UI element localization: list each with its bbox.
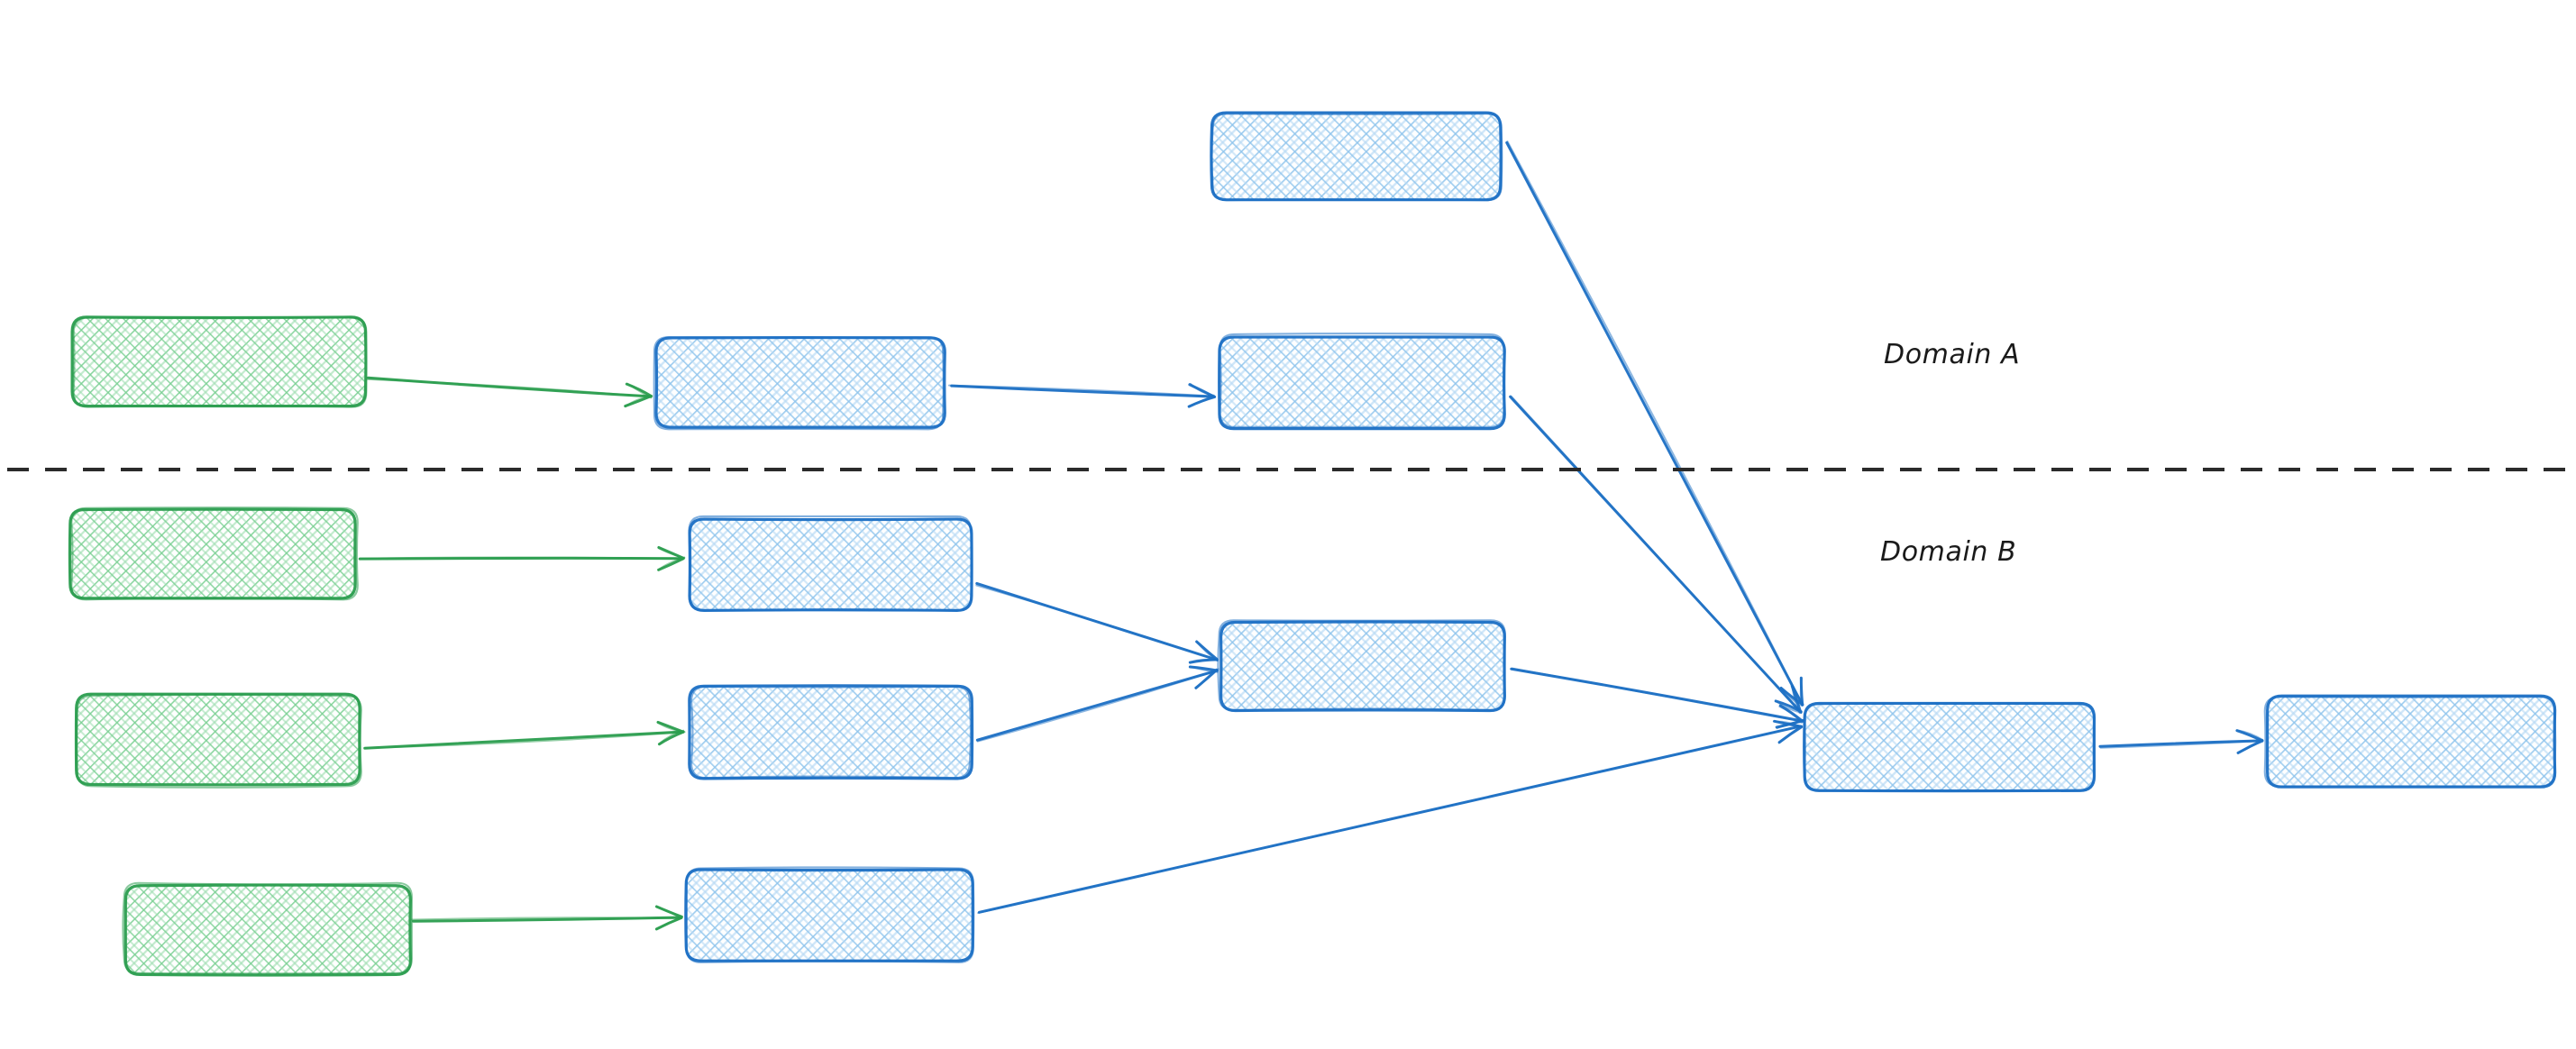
node-fill (690, 687, 972, 779)
edge-line (364, 731, 684, 749)
arrowhead-barb (654, 917, 682, 931)
node-fill (77, 694, 361, 784)
node-fill (70, 509, 356, 599)
node-fill (656, 338, 945, 428)
node-a-src-1[interactable] (70, 315, 368, 408)
node-b-src-1[interactable] (68, 506, 359, 601)
node-fill (126, 885, 410, 975)
node-outline (1803, 702, 2096, 792)
edge-line (975, 584, 1219, 661)
arrowhead-barb (1196, 641, 1219, 662)
node-a-proc-2[interactable] (1218, 333, 1506, 431)
node-b-out[interactable] (2263, 694, 2557, 789)
edge-e4 (1509, 395, 1803, 715)
node-a-proc-0[interactable] (1210, 111, 1503, 202)
node-fill (72, 317, 365, 406)
node-a-proc-1[interactable] (653, 335, 946, 431)
edge-e5 (358, 545, 686, 571)
arrowhead-barb (1778, 706, 1803, 724)
arrowhead-barb (1799, 677, 1803, 706)
edge-line (2099, 740, 2264, 749)
edge-line (1510, 395, 1802, 713)
node-outline (688, 515, 973, 612)
arrowhead-barb (657, 721, 686, 734)
node-outline (68, 507, 357, 600)
edge-line (1511, 667, 1804, 723)
edge-layer (358, 140, 2264, 931)
arrowhead-barb (1777, 726, 1801, 744)
arrowhead-barb (655, 906, 681, 918)
node-outline (70, 506, 359, 601)
node-b-src-3[interactable] (122, 881, 413, 977)
arrowhead-barb (1780, 687, 1803, 707)
node-b-src-2[interactable] (74, 692, 362, 789)
arrowhead-barb (1188, 395, 1215, 408)
node-fill (1219, 336, 1505, 428)
node-outline (72, 316, 368, 408)
node-outline (76, 693, 362, 789)
node-fill (1212, 113, 1501, 200)
arrowhead-barb (2236, 729, 2264, 741)
arrowhead-barb (657, 547, 686, 560)
node-outline (1217, 619, 1506, 711)
node-outline (123, 883, 413, 977)
node-b-hub[interactable] (1217, 619, 1506, 713)
arrowhead-barb (1791, 684, 1801, 715)
node-fill (2267, 697, 2555, 787)
edge-line (976, 670, 1218, 743)
node-fill (1805, 703, 2094, 791)
edge-line (950, 384, 1216, 398)
node-outline (685, 866, 975, 963)
node-b-proc-1[interactable] (688, 515, 973, 612)
node-fill (690, 518, 972, 610)
arrowhead-barb (1189, 658, 1218, 664)
node-outline (1210, 113, 1503, 202)
edge-e8 (975, 581, 1219, 664)
edge-e10 (1510, 667, 1805, 730)
node-outline (653, 335, 945, 431)
edge-line (1505, 141, 1804, 707)
edge-e3 (1505, 140, 1804, 707)
node-layer (68, 111, 2557, 977)
edge-line (365, 378, 653, 398)
domain-a-label: Domain A (1884, 339, 2021, 370)
edge-line (359, 556, 685, 560)
arrowhead-barb (2235, 729, 2264, 743)
arrowhead-barb (626, 382, 653, 399)
arrowhead-barb (1772, 720, 1803, 728)
edge-e1 (365, 376, 653, 408)
domain-b-label: Domain B (1880, 536, 2017, 568)
node-b-sink[interactable] (1803, 701, 2096, 793)
edge-line (948, 384, 1216, 397)
node-outline (2263, 696, 2557, 788)
edge-e2 (948, 382, 1217, 408)
node-fill (687, 870, 973, 962)
edge-e7 (410, 905, 683, 931)
node-outline (690, 685, 973, 780)
node-b-proc-3[interactable] (684, 866, 975, 963)
arrowhead-barb (1189, 382, 1215, 397)
edge-line (977, 725, 1803, 915)
node-outline (122, 881, 413, 975)
node-b-proc-2[interactable] (688, 684, 974, 780)
edge-e12 (2098, 729, 2264, 754)
arrowhead-barb (1189, 665, 1219, 673)
node-fill (1221, 622, 1505, 710)
edge-line (410, 917, 682, 921)
edge-e6 (363, 720, 686, 750)
edge-e9 (975, 665, 1219, 743)
arrowhead-barb (2237, 740, 2264, 754)
edge-e11 (977, 719, 1804, 915)
node-outline (1218, 335, 1506, 431)
node-outline (1219, 333, 1506, 428)
edge-line (1506, 140, 1804, 707)
